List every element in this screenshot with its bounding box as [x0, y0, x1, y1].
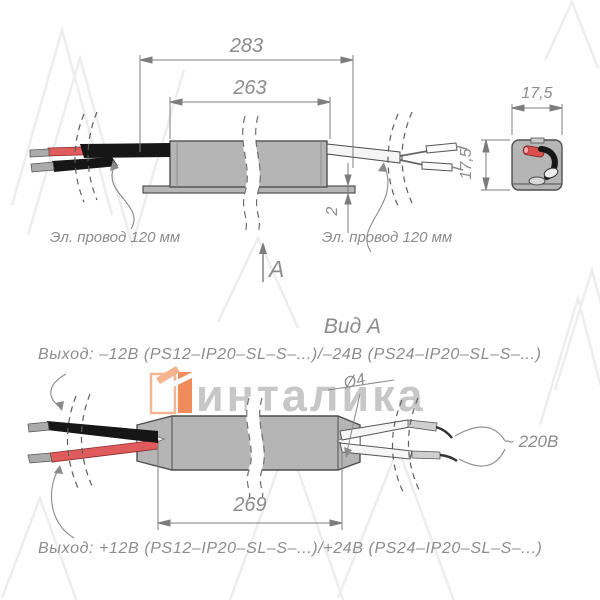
output-label-negative: Выход: –12В (PS12–IP20–SL–S–...)/–24В (P… [38, 346, 542, 363]
wire-length-label-left: Эл. провод 120 мм [50, 229, 181, 246]
dim-269-lines [157, 444, 343, 530]
dim-263-label: 263 [233, 77, 267, 99]
bottom-view-output-wires [27, 393, 159, 489]
dim-17-5-width-lines [511, 104, 563, 135]
dim-283-lines [139, 55, 354, 168]
section-arrow-icon [259, 242, 267, 282]
bottom-view-device [136, 396, 361, 501]
dim-2-label: 2 [324, 206, 341, 216]
end-view-width-label: 17,5 [521, 85, 553, 102]
end-view-device [511, 137, 563, 191]
dim-17-5-height-lines [481, 139, 510, 191]
section-letter-label: А [269, 256, 285, 282]
top-view-output-cable [29, 111, 170, 203]
top-view-device [142, 114, 356, 235]
dim-hole-leader [327, 379, 395, 458]
dim-283-label: 283 [229, 35, 264, 57]
bottom-view-input-wires [339, 397, 506, 495]
leader-lines-bottom-view [50, 373, 75, 539]
leader-lines-top-view [110, 160, 389, 253]
input-voltage-label: ~ 220В [504, 432, 559, 451]
view-a-title: Вид А [323, 315, 382, 338]
top-view-input-wires [326, 111, 468, 207]
brand-watermark-text: инталика [196, 370, 426, 421]
dim-263-lines [169, 97, 331, 139]
wire-length-label-right: Эл. провод 120 мм [322, 229, 453, 246]
end-view-height-label: 17,5 [458, 148, 475, 180]
dim-269-label: 269 [233, 494, 267, 516]
output-label-positive: Выход: +12В (PS12–IP20–SL–S–...)/+24В (P… [38, 540, 543, 557]
dim-2-lines [344, 163, 352, 233]
